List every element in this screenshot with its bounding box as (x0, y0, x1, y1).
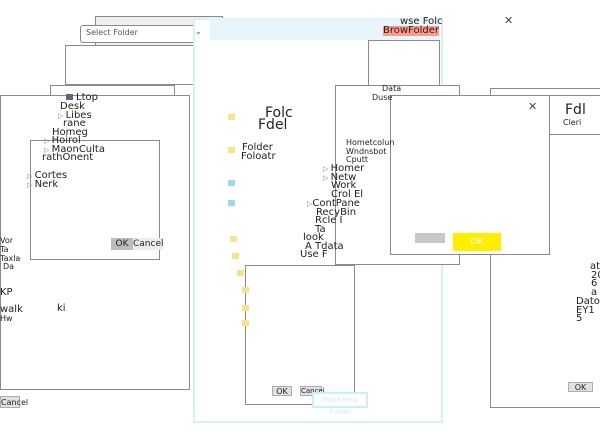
cancel-button[interactable] (415, 233, 445, 243)
folder-icon (230, 236, 237, 242)
expand-arrow-icon[interactable]: ▷ (58, 112, 66, 120)
tree-item[interactable]: ▷ Cortes (27, 171, 67, 181)
tree-item[interactable]: Hw (0, 314, 13, 323)
heading: Cleri (563, 118, 582, 127)
tree-item[interactable]: at (590, 261, 600, 272)
expand-arrow-icon[interactable]: ▷ (323, 174, 331, 182)
ok-button[interactable]: OK (111, 238, 133, 250)
heading: Folder (242, 142, 273, 153)
tree-item[interactable]: walk (0, 304, 23, 315)
ok-button[interactable]: OK (568, 382, 593, 392)
folder-icon (242, 305, 249, 311)
heading: Fdl (565, 102, 586, 118)
make-new-folder-button[interactable]: Make New Folder (312, 392, 368, 416)
tree-item[interactable]: Cputt (346, 155, 369, 164)
tree-item[interactable]: Homeg (52, 127, 88, 138)
dialog-frame-right-2 (540, 95, 600, 135)
heading: Fdel (258, 117, 288, 133)
tree-item[interactable]: Vor (0, 236, 14, 245)
tree-item[interactable]: Datos (576, 296, 600, 307)
cancel-button[interactable]: Cancel (133, 238, 164, 250)
title-fragment: Select Folder (86, 28, 138, 37)
tree-item[interactable]: ki (57, 303, 66, 314)
tree-item-label: Nerk (34, 179, 59, 190)
tree-frame-middle-1 (368, 40, 440, 90)
tree-item-label: Homer (330, 163, 365, 174)
tree-item-label: MaonCulta (51, 144, 105, 155)
tree-item[interactable]: A Tdata (305, 241, 344, 252)
tree-item-label: Ltop (76, 92, 98, 103)
dialog-frame-left-1 (65, 45, 205, 85)
expand-arrow-icon[interactable]: ▷ (27, 172, 35, 180)
computer-icon (228, 200, 235, 206)
expand-arrow-icon[interactable]: ▷ (44, 137, 52, 145)
tree-item[interactable]: ▷ Nerk (27, 180, 58, 190)
tree-item[interactable]: EY1 (576, 305, 595, 316)
tree-item[interactable]: Ltop (66, 93, 98, 103)
cancel-button[interactable]: Cancel (0, 396, 29, 408)
tree-item[interactable]: ▷ Netw (323, 173, 356, 183)
tree-frame-middle-3 (245, 265, 355, 405)
expand-arrow-icon[interactable]: ▷ (323, 165, 331, 173)
computer-icon (228, 180, 235, 186)
tree-item[interactable]: a (591, 287, 598, 298)
tree-item[interactable]: rathOnent (42, 152, 94, 163)
expand-arrow-icon[interactable]: ▷ (44, 146, 52, 154)
ok-button[interactable]: OK (272, 386, 292, 396)
folder-icon (228, 147, 235, 153)
main-dialog-titlebar (210, 18, 440, 40)
tree-item-label: Hoirol (51, 135, 81, 146)
tree-item-label: Netw (330, 172, 357, 183)
ok-button[interactable]: OK (453, 233, 501, 251)
tree-item[interactable]: ▷ MaonCulta (44, 145, 105, 155)
tree-item[interactable]: 5 (576, 313, 583, 324)
chevron-down-icon[interactable]: ⌄ (195, 27, 202, 36)
folder-icon (242, 320, 249, 326)
close-icon[interactable]: ✕ (528, 100, 538, 113)
folder-icon (242, 287, 249, 293)
desktop-icon (66, 94, 73, 100)
tree-item[interactable]: 6 (591, 278, 598, 289)
expand-arrow-icon[interactable]: ▷ (27, 181, 35, 189)
tree-item[interactable]: Desk (60, 101, 85, 112)
tree-item[interactable]: 20 (591, 270, 600, 281)
heading: Folc (265, 105, 293, 121)
tree-item[interactable]: KP (0, 287, 13, 298)
tree-item[interactable]: Crol El (331, 189, 364, 200)
tree-item[interactable]: Work (331, 180, 357, 191)
tree-item-label: Cortes (34, 170, 68, 181)
close-icon[interactable]: ✕ (504, 14, 514, 27)
tree-item[interactable]: Duse (372, 93, 393, 102)
tree-item[interactable]: ▷ Libes (58, 111, 92, 121)
tree-item[interactable]: rane (63, 118, 86, 129)
tree-item[interactable]: ▷ Homer (323, 164, 364, 174)
tree-item[interactable]: Hometcolun (346, 138, 395, 147)
title-fragment: wse Folc (400, 16, 443, 27)
tree-item[interactable]: ▷ContPane (307, 199, 360, 209)
tree-item[interactable]: look (303, 232, 324, 243)
tree-item[interactable]: Use F (300, 249, 328, 260)
title-fragment: BrowFolder (383, 25, 439, 36)
cancel-button[interactable]: Cancel (300, 386, 325, 396)
tree-item[interactable]: Data (382, 84, 402, 93)
tree-item[interactable]: Da (3, 262, 15, 271)
tree-item[interactable]: Ta (315, 224, 326, 235)
tree-item-label: Libes (65, 110, 92, 121)
tree-item[interactable]: ▷ Hoirol (44, 136, 81, 146)
tree-item[interactable]: Taxla (0, 254, 21, 263)
heading: Foloatr (241, 151, 276, 162)
tree-item[interactable]: RecyBin (316, 207, 357, 218)
folder-icon (232, 253, 239, 259)
folder-icon (228, 114, 235, 120)
dialog-frame-mid-right (390, 95, 550, 255)
tree-item-label: ContPane (312, 198, 360, 209)
tree-item[interactable]: Rcle I (315, 215, 343, 226)
tree-item[interactable]: Ta (0, 245, 9, 254)
folder-icon (237, 270, 244, 276)
tree-item[interactable]: Wndnsbot (346, 147, 387, 156)
expand-arrow-icon[interactable]: ▷ (307, 200, 313, 208)
